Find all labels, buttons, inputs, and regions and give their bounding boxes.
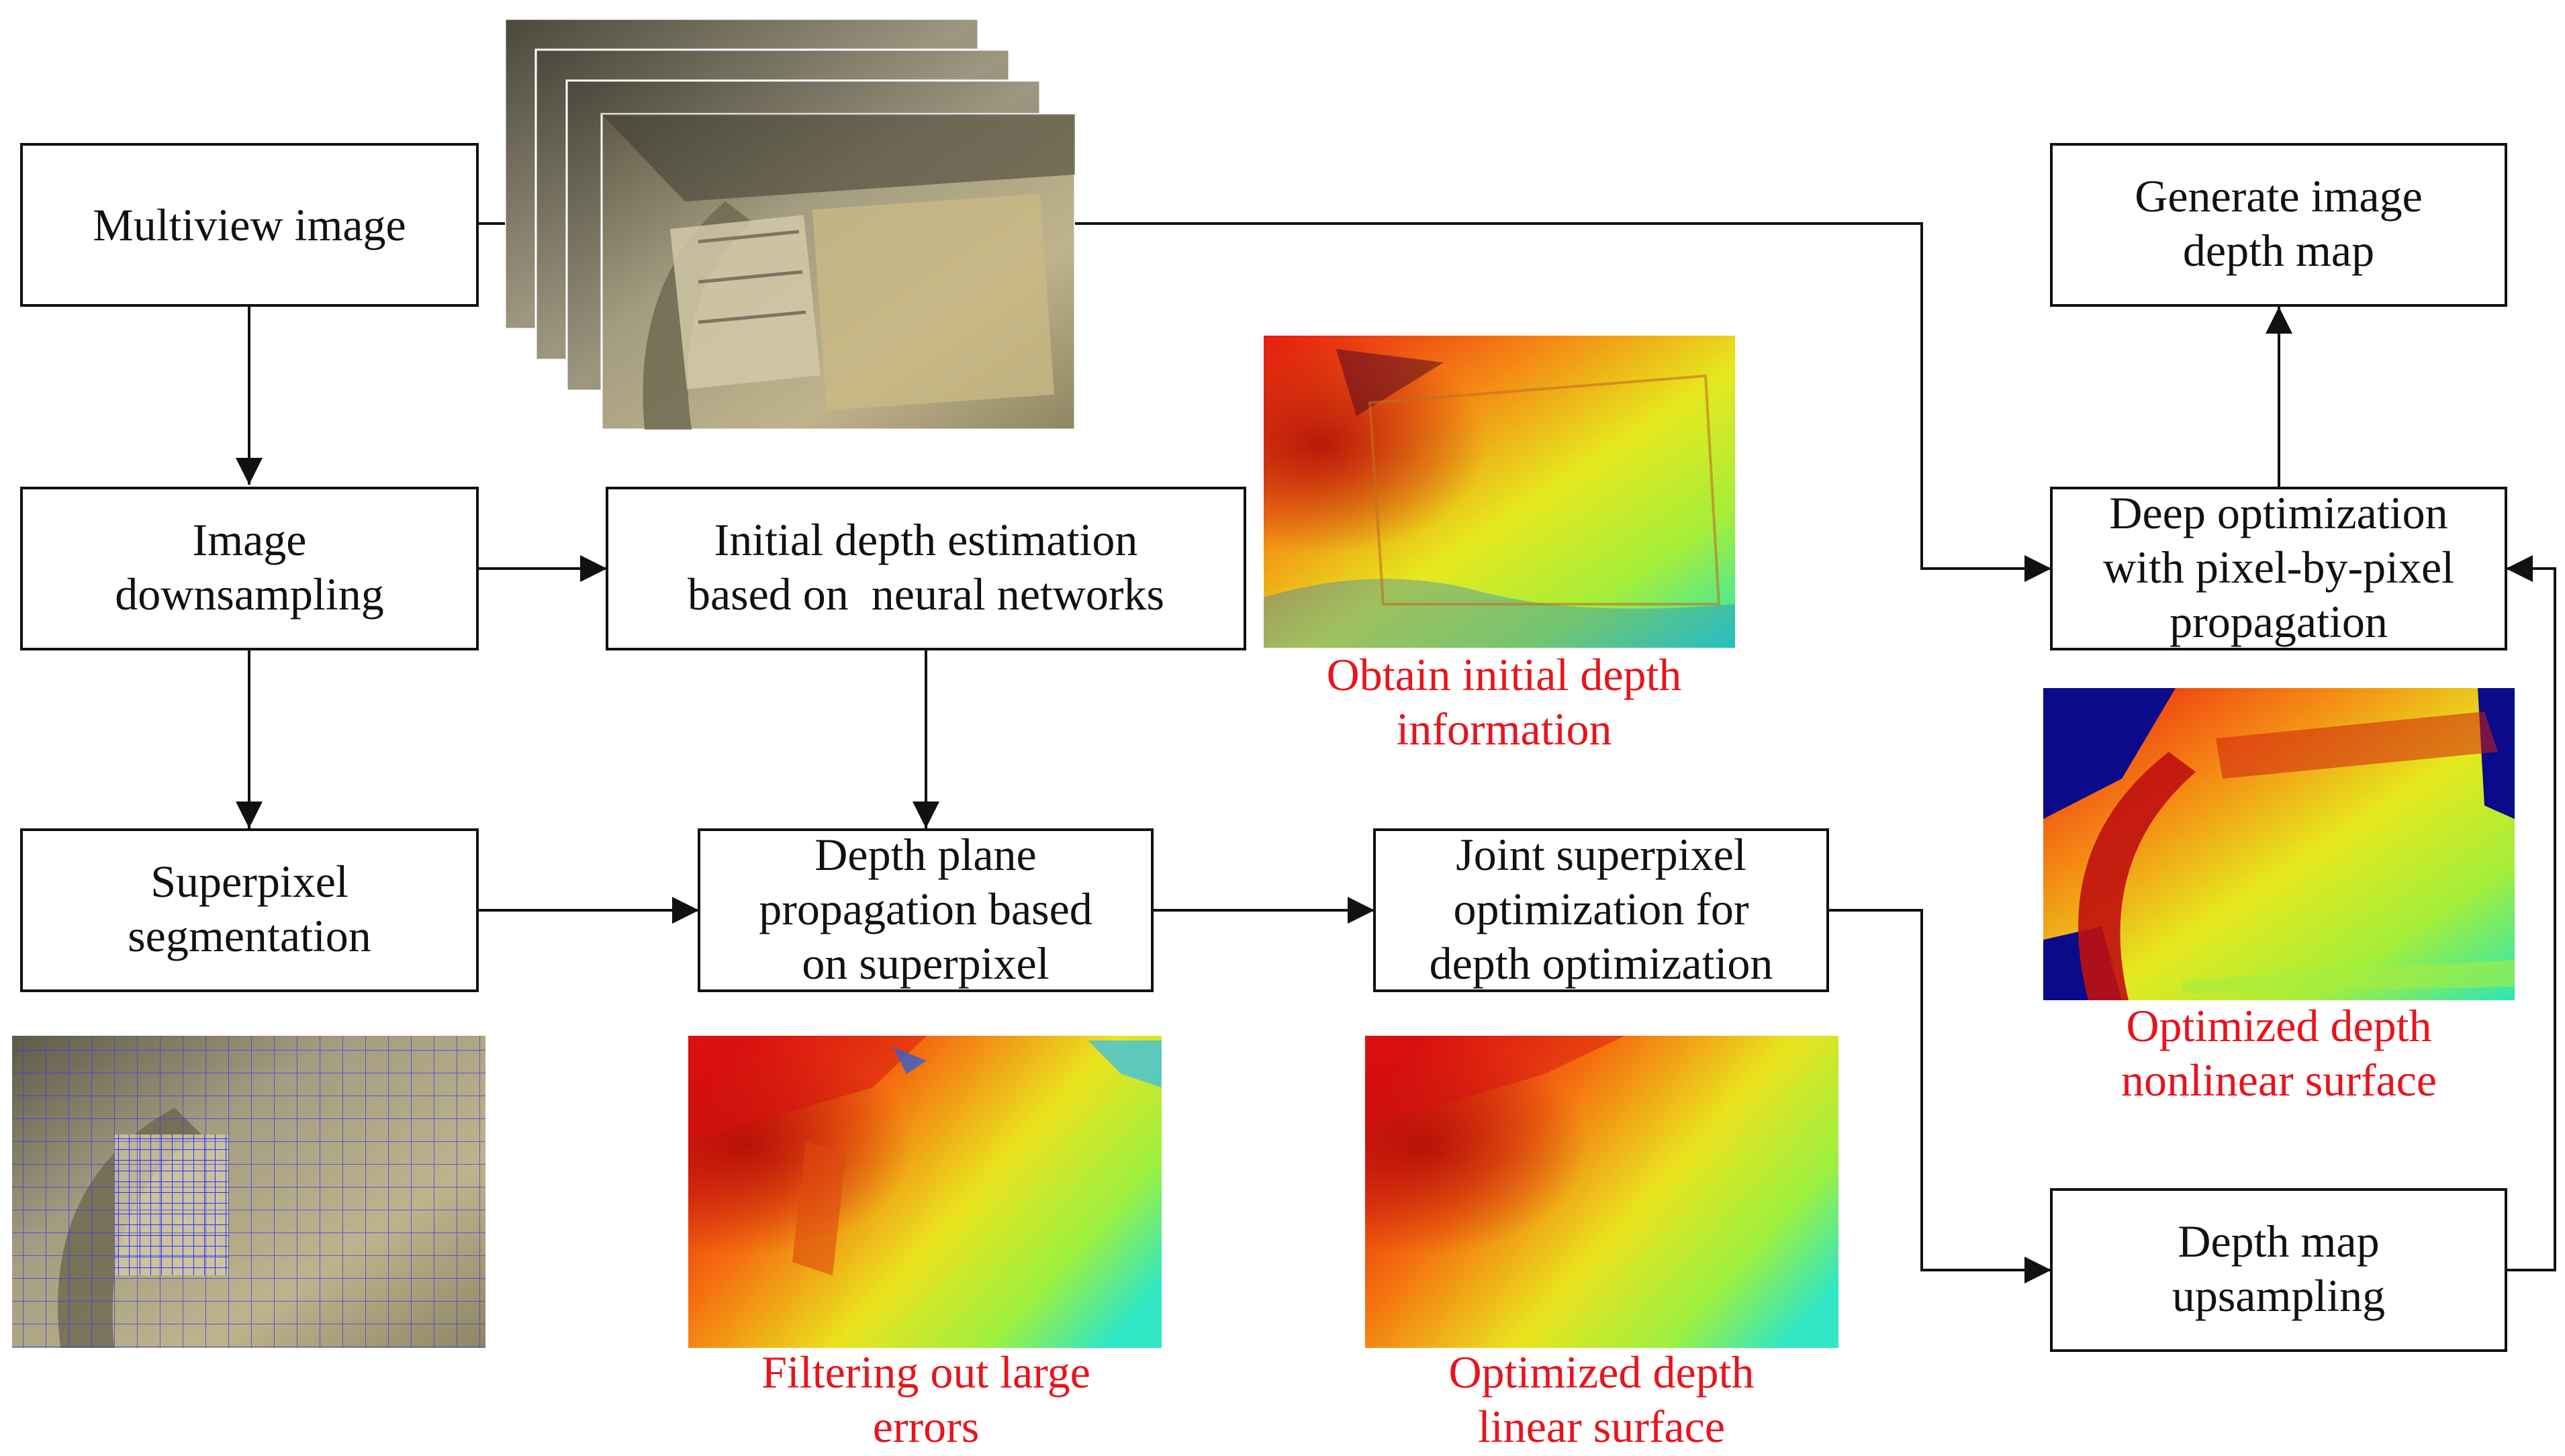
caption-line: information (1396, 703, 1612, 755)
nonlinear-surface-depth-map (2043, 688, 2515, 1000)
node-depth-map-upsampling: Depth map upsampling (2050, 1188, 2507, 1352)
node-multiview-image: Multiview image (20, 143, 479, 307)
node-label: Joint superpixel (1456, 829, 1746, 880)
caption-nonlinear-surface: Optimized depth nonlinear surface (2121, 1000, 2437, 1106)
node-label: depth map (2183, 225, 2374, 276)
caption-line: Optimized depth (2126, 1000, 2431, 1051)
node-label: propagation based (759, 883, 1092, 934)
node-label: Depth map (2178, 1216, 2379, 1267)
node-depth-plane-propagation: Depth plane propagation based on superpi… (698, 828, 1154, 992)
edge-joint-to-upsampling (1828, 909, 2051, 1283)
node-label: Deep optimization (2109, 487, 2447, 538)
caption-line: Obtain initial depth (1327, 649, 1682, 700)
caption-line: Filtering out large (761, 1347, 1090, 1398)
node-image-downsampling: Image downsampling (20, 487, 479, 650)
node-label: Initial depth estimation (714, 514, 1138, 565)
node-superpixel-segmentation: Superpixel segmentation (20, 828, 479, 992)
node-label: Generate image (2135, 171, 2423, 222)
node-deep-optimization: Deep optimization with pixel-by-pixel pr… (2050, 487, 2507, 650)
superpixel-image (12, 1036, 485, 1348)
node-label: segmentation (128, 910, 371, 961)
edge-photos-to-deep-optimization (1075, 222, 2051, 582)
linear-surface-depth-map (1365, 1036, 1838, 1348)
node-label: on superpixel (802, 938, 1049, 989)
node-label: with pixel-by-pixel (2103, 542, 2454, 593)
multiview-photo-stack (504, 17, 1076, 431)
node-initial-depth-estimation: Initial depth estimation based on neural… (606, 487, 1246, 650)
caption-linear-surface: Optimized depth linear surface (1448, 1347, 1754, 1452)
caption-initial-depth-info: Obtain initial depth information (1327, 649, 1682, 755)
node-generate-depth-map: Generate image depth map (2050, 143, 2507, 307)
node-label: Depth plane (814, 829, 1036, 880)
node-label: depth optimization (1430, 938, 1773, 989)
node-label: propagation (2170, 596, 2388, 647)
initial-depth-map (1264, 336, 1735, 648)
node-joint-superpixel-optimization: Joint superpixel optimization for depth … (1373, 828, 1829, 992)
node-label: Superpixel (150, 856, 348, 907)
node-label: Image (193, 514, 307, 565)
node-label: downsampling (115, 569, 383, 620)
filtered-depth-map (688, 1036, 1162, 1348)
caption-filtering-errors: Filtering out large errors (761, 1347, 1090, 1452)
caption-line: nonlinear surface (2121, 1055, 2437, 1106)
node-label: Multiview image (93, 199, 406, 250)
caption-line: linear surface (1478, 1401, 1725, 1452)
connectors (236, 222, 2556, 1283)
caption-line: errors (873, 1401, 980, 1452)
node-label: based on neural networks (688, 569, 1164, 620)
node-label: upsampling (2172, 1270, 2385, 1321)
node-label: optimization for (1453, 883, 1748, 934)
edge-upsampling-to-deep-optimization (2506, 555, 2556, 1271)
caption-line: Optimized depth (1448, 1347, 1754, 1398)
